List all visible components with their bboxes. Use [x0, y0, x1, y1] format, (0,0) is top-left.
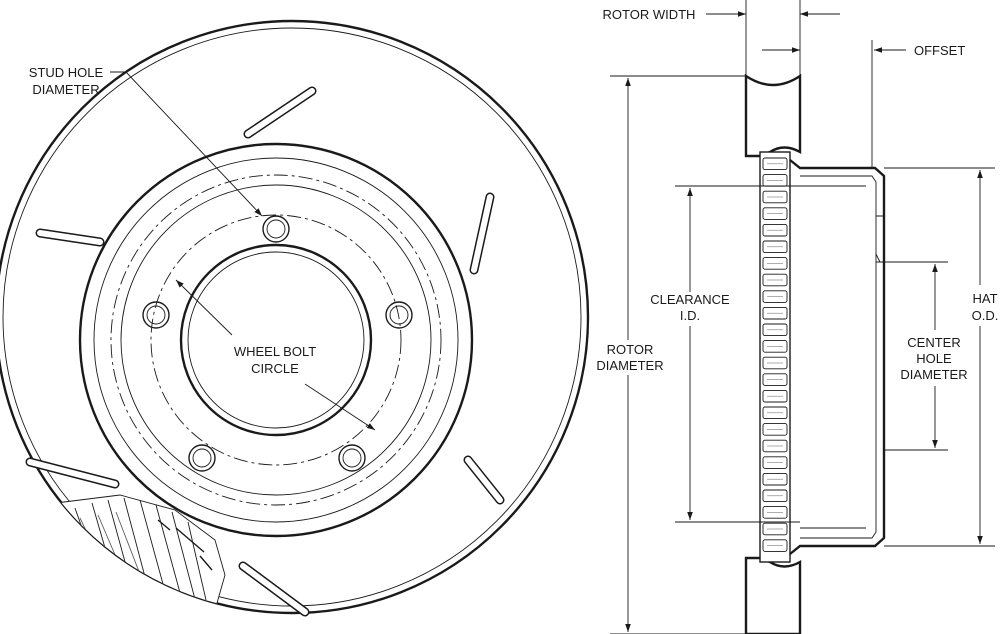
hat-outer-edge [78, 142, 474, 538]
bolt-circle-line [150, 214, 402, 466]
stud-hole [188, 444, 216, 472]
rotor-width-label: ROTOR WIDTH [603, 7, 696, 22]
stud-hole [142, 301, 170, 329]
rotor-section-top [744, 73, 802, 158]
hat-face-edge [110, 174, 442, 506]
bolt-circle-leader-upper [175, 279, 233, 336]
wheel-bolt-circle-label-line2: CIRCLE [251, 361, 299, 376]
rotor-section-bottom [744, 556, 802, 634]
rotor-section-view: ROTOR WIDTH OFFSET ROTOR DIAMETER CLEARA… [596, 0, 998, 634]
center-hole-label-line3: DIAMETER [900, 367, 967, 382]
bolt-circle-leader-lower [304, 383, 376, 431]
center-hole-label-line2: HOLE [916, 351, 952, 366]
hat-face-inner [120, 184, 432, 496]
stud-holes [142, 215, 413, 472]
stud-hole [262, 215, 290, 243]
hat-section [789, 159, 886, 555]
hat-od-label-line2: O.D. [972, 308, 999, 323]
stud-hole-label-line1: STUD HOLE [29, 65, 104, 80]
center-hole-chamfer [187, 251, 365, 429]
rotor-front-view: STUD HOLE DIAMETER WHEEL BOLT CIRCLE [0, 19, 590, 617]
rotor-slots [25, 86, 505, 617]
center-hole-label-line1: CENTER [907, 335, 960, 350]
clearance-label-line1: CLEARANCE [650, 292, 730, 307]
stud-hole-leader [110, 71, 263, 217]
stud-hole-label-line2: DIAMETER [32, 82, 99, 97]
rotor-diameter-label-line2: DIAMETER [596, 358, 663, 373]
hat-mounting-flange [875, 215, 884, 263]
wheel-bolt-circle-label-line1: WHEEL BOLT [234, 344, 316, 359]
center-hole [179, 243, 373, 437]
hat-step-line [93, 157, 459, 523]
stud-hole [385, 301, 413, 329]
clearance-label-line2: I.D. [680, 308, 700, 323]
rotor-diameter-label-line1: ROTOR [607, 342, 654, 357]
stud-hole [338, 444, 366, 472]
offset-label: OFFSET [914, 43, 965, 58]
hat-od-label-line1: HAT [972, 291, 997, 306]
vane-cells [762, 157, 788, 552]
